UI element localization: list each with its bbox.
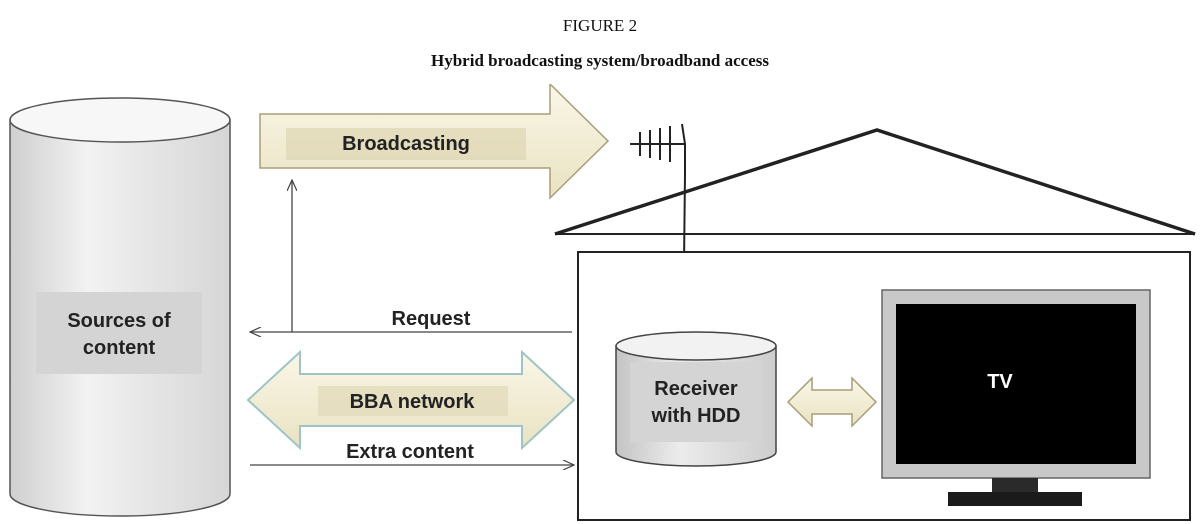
bba-label-box [318,386,508,416]
extra-content-label: Extra content [346,441,474,463]
sources-label-box [36,292,202,374]
bba-network-label: BBA network [350,391,476,413]
receiver-label-box [630,362,762,442]
hybrid-system-diagram: Sources of content Broadcasting Request … [9,84,1196,521]
sources-label-line1: Sources of [67,310,171,332]
tv-icon [881,289,1151,506]
broadcasting-label-box [286,128,526,160]
sources-label-line2: content [83,337,156,359]
tv-label: TV [987,371,1013,393]
receiver-label-line2: with HDD [651,405,741,427]
request-label: Request [392,308,471,330]
house-roof [554,128,1196,236]
figure-title: Hybrid broadcasting system/broadband acc… [431,51,769,70]
receiver-tv-arrow [786,376,878,428]
figure-number: FIGURE 2 [562,16,638,35]
broadcasting-label: Broadcasting [342,133,470,155]
receiver-label-line1: Receiver [654,378,738,400]
